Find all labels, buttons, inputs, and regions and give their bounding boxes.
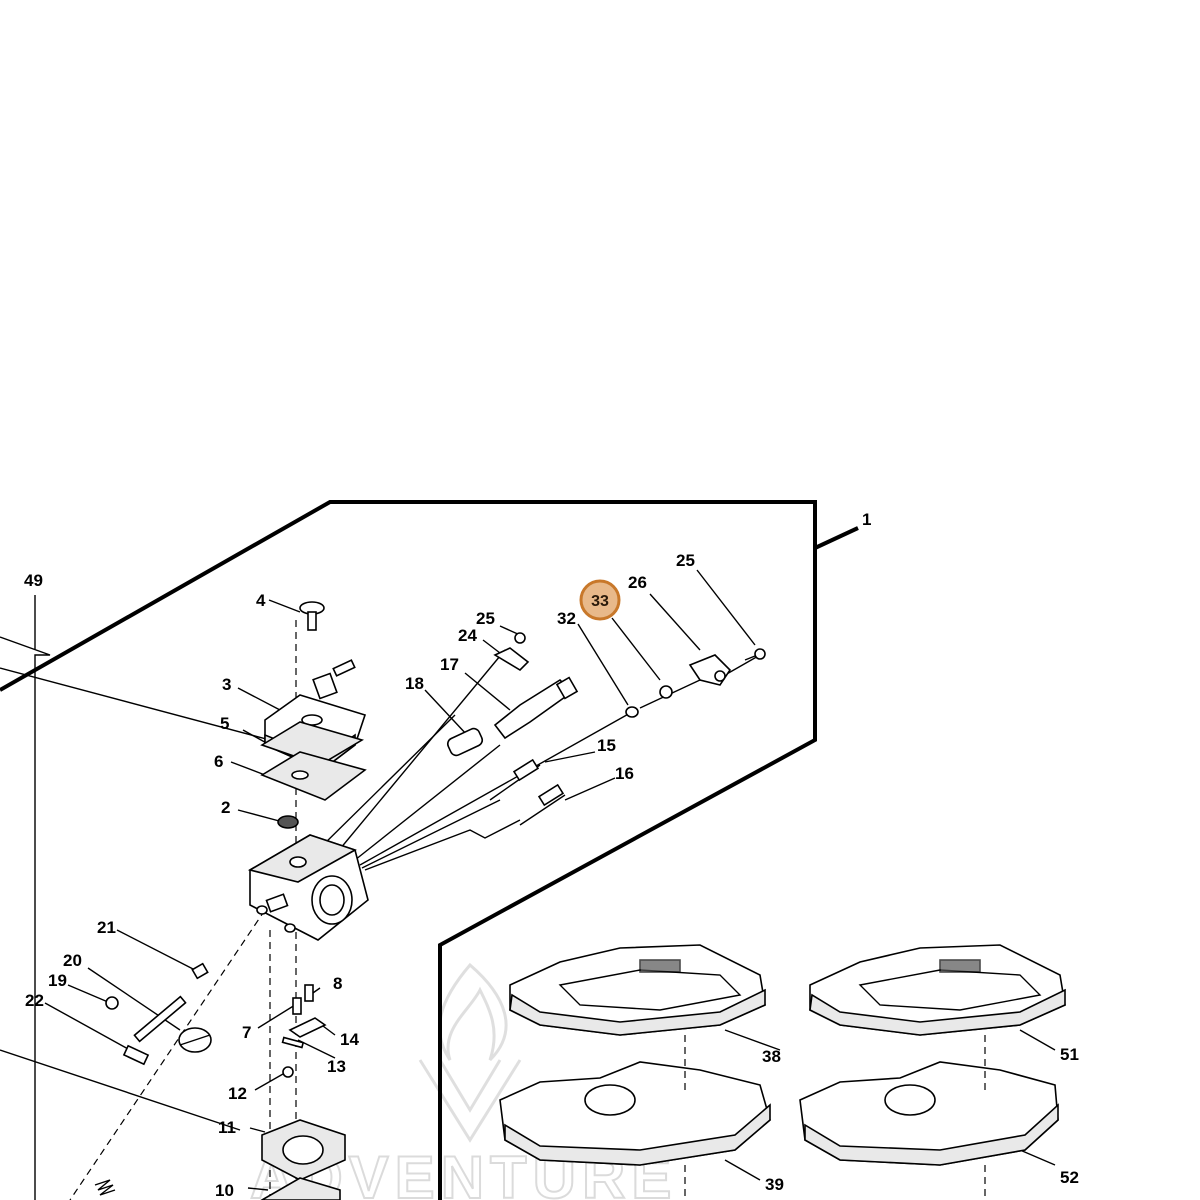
part-lever bbox=[122, 1044, 150, 1066]
part-7-needle-valve bbox=[292, 997, 302, 1015]
callout-25b: 25 bbox=[676, 551, 695, 570]
callout-14: 14 bbox=[340, 1030, 359, 1049]
part-12-screw bbox=[282, 1066, 294, 1078]
callout-11: 11 bbox=[218, 1118, 236, 1137]
callout-33[interactable]: 33 bbox=[591, 593, 609, 610]
part-15-needle bbox=[489, 758, 541, 801]
callout-22: 22 bbox=[25, 991, 44, 1010]
part-26-limiter-cap bbox=[688, 654, 732, 686]
callout-52: 52 bbox=[1060, 1168, 1079, 1187]
part-18-spring bbox=[446, 727, 484, 757]
part-22-throttle-valve bbox=[178, 1027, 212, 1053]
part-17-adjusting-screw bbox=[493, 676, 579, 740]
callout-38: 38 bbox=[762, 1047, 781, 1066]
assembly-outline bbox=[0, 500, 817, 1200]
callout-12: 12 bbox=[228, 1084, 247, 1103]
callout-19: 19 bbox=[48, 971, 67, 990]
callout-labels: 1 49 4 3 5 6 2 21 20 19 22 8 7 14 13 12 … bbox=[24, 510, 1079, 1200]
axis-dashed-main bbox=[69, 909, 266, 1200]
part-39-filter-base bbox=[499, 1061, 771, 1166]
part-6-gasket bbox=[260, 751, 367, 801]
frame-49 bbox=[0, 636, 51, 1200]
part-11-gasket bbox=[261, 1119, 346, 1181]
part-21-nut bbox=[191, 962, 209, 980]
part-24-bracket bbox=[493, 647, 530, 672]
callout-26: 26 bbox=[628, 573, 647, 592]
watermark-v-logo bbox=[418, 1059, 522, 1143]
part-16-needle bbox=[519, 783, 566, 826]
callout-51: 51 bbox=[1060, 1045, 1079, 1064]
part-32-washer bbox=[625, 706, 639, 718]
part-14-lever bbox=[288, 1017, 327, 1038]
callout-10: 10 bbox=[215, 1181, 234, 1200]
callout-1: 1 bbox=[862, 510, 871, 529]
callout-16: 16 bbox=[615, 764, 634, 783]
part-spring-lower bbox=[94, 1179, 116, 1196]
assembly-fan-lines bbox=[317, 649, 761, 871]
carburetor-body bbox=[247, 834, 369, 941]
part-20-shaft bbox=[133, 995, 187, 1043]
callout-7: 7 bbox=[242, 1023, 251, 1042]
part-8-screw bbox=[304, 984, 314, 1002]
callout-6: 6 bbox=[214, 752, 223, 771]
part-38-filter-housing bbox=[509, 944, 766, 1036]
callout-17: 17 bbox=[440, 655, 459, 674]
part-13-pin bbox=[281, 1036, 305, 1049]
callout-25a: 25 bbox=[476, 609, 495, 628]
highlight-circle-33[interactable] bbox=[579, 579, 621, 621]
callout-15: 15 bbox=[597, 736, 616, 755]
part-51-filter-housing bbox=[809, 944, 1066, 1036]
part-10-diaphragm bbox=[260, 1177, 341, 1200]
callout-8: 8 bbox=[333, 974, 342, 993]
watermark-flame-logo bbox=[438, 962, 508, 1062]
part-19-nut bbox=[105, 996, 119, 1010]
callout-18: 18 bbox=[405, 674, 424, 693]
callout-21: 21 bbox=[97, 918, 116, 937]
part-25-screw-b bbox=[744, 648, 766, 661]
callout-5: 5 bbox=[220, 714, 229, 733]
part-52-filter-base bbox=[799, 1061, 1059, 1166]
callout-39: 39 bbox=[765, 1175, 784, 1194]
leader-lines bbox=[0, 569, 1056, 1191]
callout-32: 32 bbox=[557, 609, 576, 628]
callout-2: 2 bbox=[221, 798, 230, 817]
callout-13: 13 bbox=[327, 1057, 346, 1076]
callout-49: 49 bbox=[24, 571, 43, 590]
callout-3: 3 bbox=[222, 675, 231, 694]
callout-20: 20 bbox=[63, 951, 82, 970]
callout-4: 4 bbox=[256, 591, 266, 610]
leader-1 bbox=[814, 526, 859, 550]
callout-24: 24 bbox=[458, 626, 477, 645]
part-2-filter bbox=[277, 815, 299, 829]
part-4-screw bbox=[299, 601, 325, 631]
part-25-screw-a bbox=[514, 632, 526, 644]
part-33-washer bbox=[659, 685, 673, 699]
